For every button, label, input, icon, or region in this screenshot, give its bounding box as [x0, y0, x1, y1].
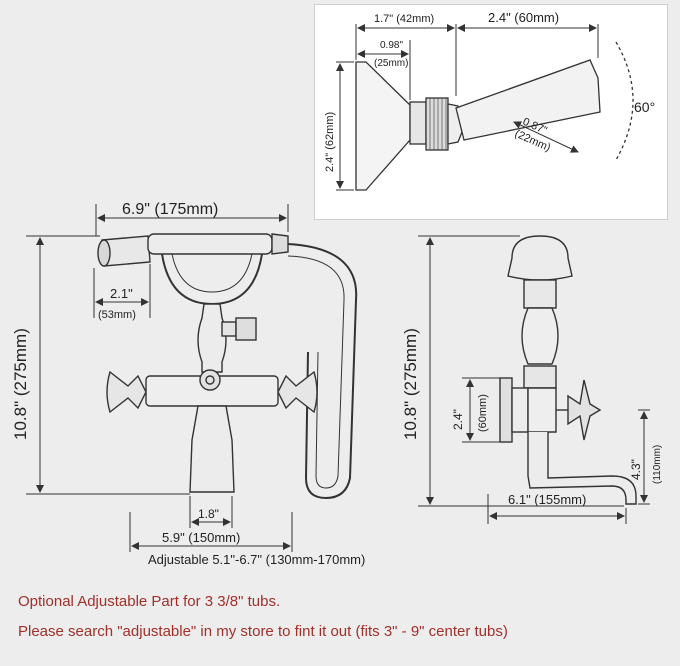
front-view-drawing [97, 233, 358, 500]
shower-holder-drawing [355, 41, 634, 191]
front-dim-handset-width: 6.9" (175mm) [122, 201, 218, 218]
front-dim-adjustable: Adjustable 5.1"-6.7" (130mm-170mm) [148, 552, 365, 567]
inset-dim-base-mm: (25mm) [374, 58, 408, 69]
inset-dim-height: 2.4" (62mm) [324, 112, 336, 172]
side-dim-mount-mm: (60mm) [477, 394, 489, 432]
inset-dim-base-in: 0.98" [380, 40, 403, 51]
side-dim-spout-drop-mm: (110mm) [652, 445, 663, 484]
inset-dim-top-right: 2.4" (60mm) [488, 10, 559, 25]
side-dim-mount-in: 2.4" [451, 409, 465, 430]
side-dim-height: 10.8" (275mm) [401, 328, 420, 440]
note-optional-part: Optional Adjustable Part for 3 3/8" tubs… [18, 593, 281, 610]
front-dim-center: 5.9" (150mm) [162, 530, 240, 545]
front-dim-spout: 1.8" [198, 507, 219, 521]
side-view-drawing [499, 235, 637, 505]
front-dim-handset-end-in: 2.1" [110, 286, 133, 301]
front-dim-height: 10.8" (275mm) [11, 328, 30, 440]
side-dim-spout-drop-in: 4.3" [629, 459, 643, 480]
inset-dimension-lines [336, 24, 599, 191]
side-dimension-lines [418, 235, 650, 524]
side-dim-spout-reach: 6.1" (155mm) [508, 492, 586, 507]
inset-dim-top-left: 1.7" (42mm) [374, 13, 434, 25]
note-search-adjustable: Please search "adjustable" in my store t… [18, 623, 508, 640]
front-dimension-lines [26, 204, 293, 552]
inset-angle: 60° [634, 99, 655, 115]
front-dim-handset-end-mm: (53mm) [98, 309, 136, 321]
